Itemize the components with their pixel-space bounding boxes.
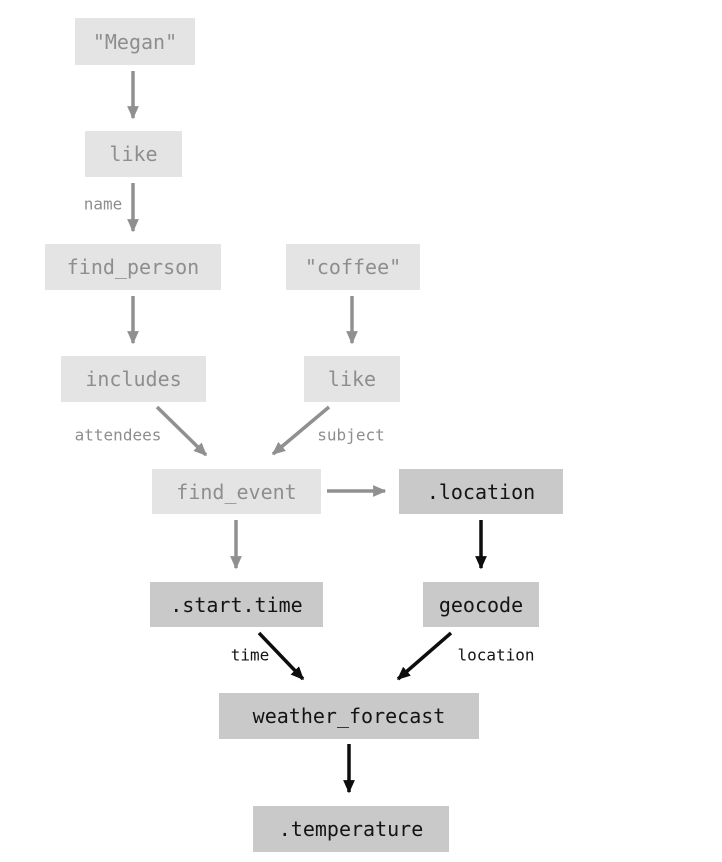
edge-label-name: name [83, 194, 123, 214]
edge-label-attendees: attendees [74, 425, 162, 445]
node-find_person: find_person [45, 244, 221, 290]
edge-label-subject: subject [317, 425, 385, 445]
edge-includes-find_event [155, 405, 208, 457]
node-start_time: .start.time [150, 582, 323, 627]
node-includes: includes [61, 356, 206, 402]
node-megan: "Megan" [75, 18, 195, 65]
node-geocode: geocode [423, 582, 539, 627]
node-find_event: find_event [152, 469, 321, 514]
edge-label-location: location [457, 645, 535, 665]
node-like-name: like [85, 131, 182, 177]
edges-group [127, 71, 487, 794]
edge-label-time: time [230, 645, 270, 665]
edge-geocode-weather_forecast [396, 631, 453, 681]
node-coffee: "coffee" [286, 244, 420, 290]
node-location: .location [399, 469, 563, 514]
node-weather_forecast: weather_forecast [219, 693, 479, 739]
node-like-subject: like [304, 356, 400, 402]
node-temperature: .temperature [253, 806, 449, 852]
edge-like-subject-find_event [271, 405, 331, 456]
edge-start_time-weather_forecast [257, 631, 305, 681]
